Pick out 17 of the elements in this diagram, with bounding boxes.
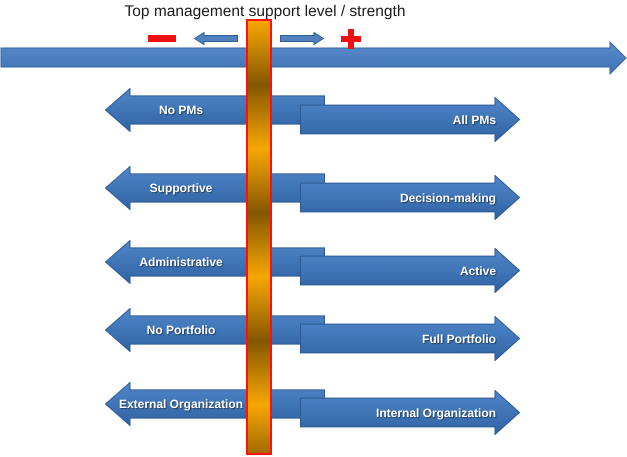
right-arrow-shape xyxy=(300,316,520,361)
arrow-label: Decision-making xyxy=(400,190,496,204)
right-arrow-shape xyxy=(300,97,520,142)
arrow-label: No PMs xyxy=(159,103,203,117)
arrow-label: Administrative xyxy=(139,255,223,269)
right-arrow-shape xyxy=(300,248,520,293)
right-arrow-shape xyxy=(300,175,520,220)
arrow-label: No Portfolio xyxy=(146,323,216,337)
arrow-label: Active xyxy=(460,264,496,278)
arrow-label: Full Portfolio xyxy=(422,332,496,346)
arrow-label: External Organization xyxy=(118,397,244,411)
arrow-label: All PMs xyxy=(452,112,496,126)
diagram-title: Top management support level / strength xyxy=(124,3,406,21)
arrow-label: Internal Organization xyxy=(376,406,496,420)
vertical-bar xyxy=(246,19,272,455)
arrow-label: Supportive xyxy=(150,181,212,195)
right-arrow-shape xyxy=(300,390,520,435)
